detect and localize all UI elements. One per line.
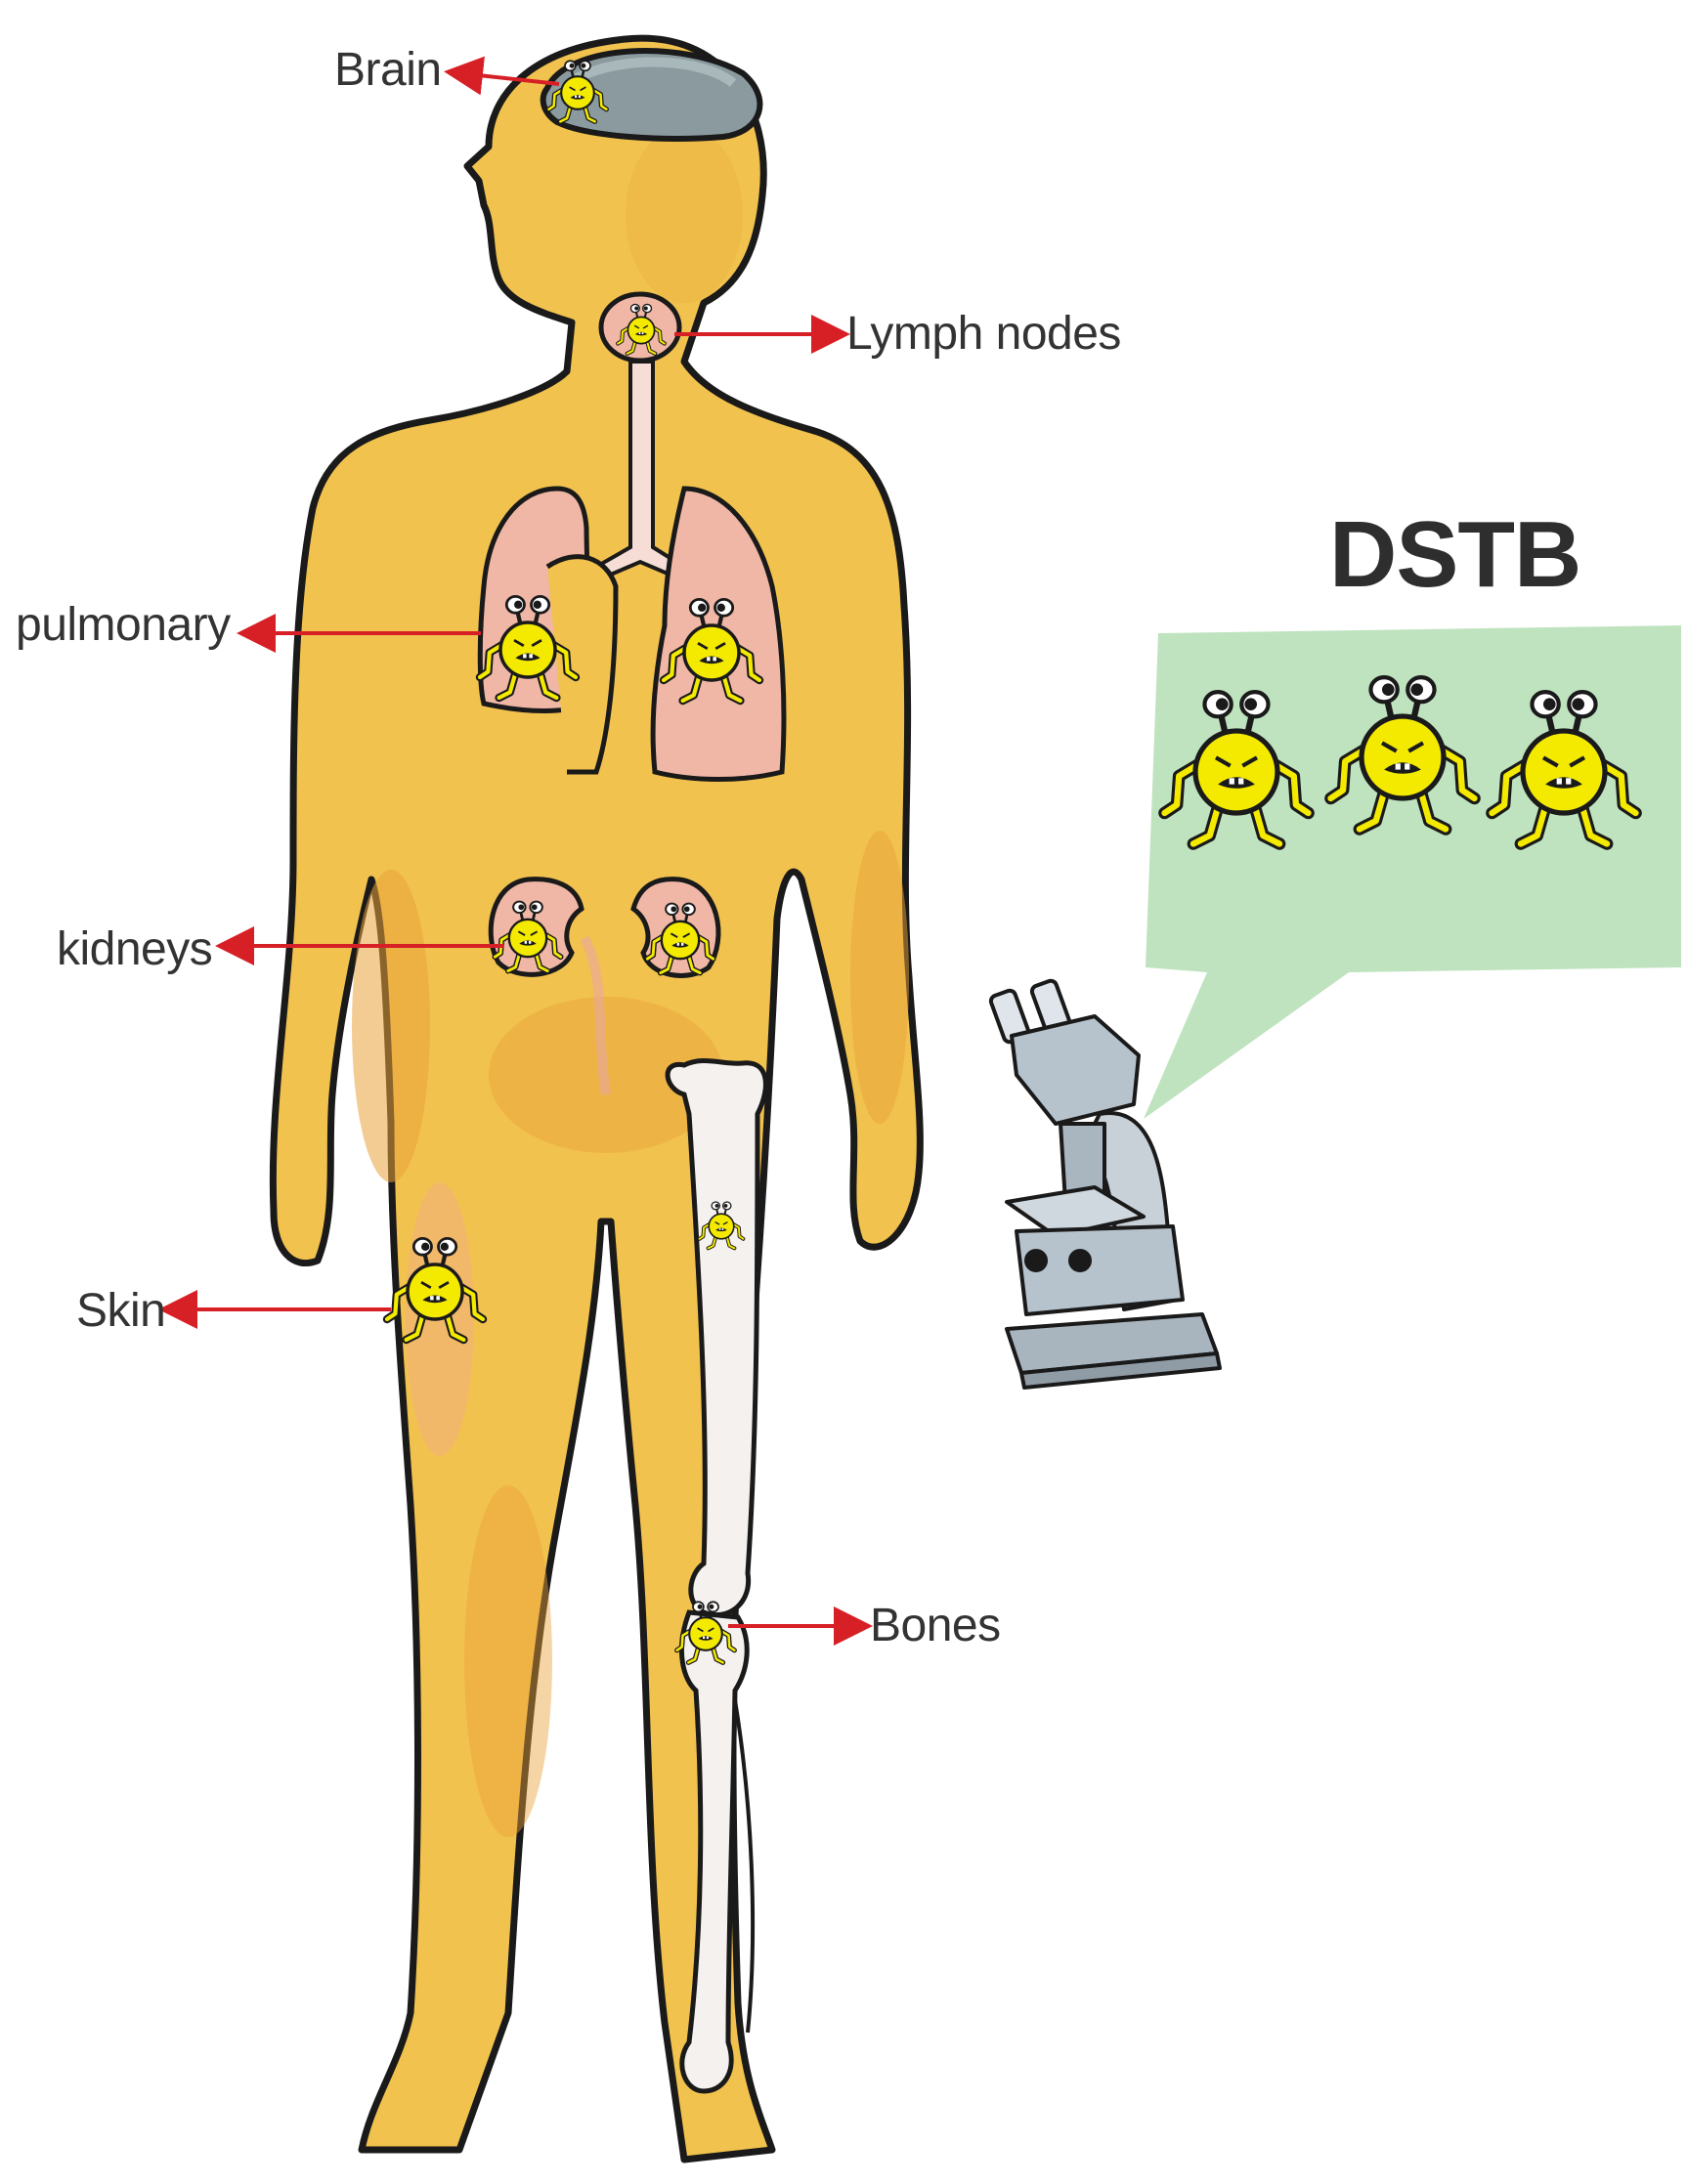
label-skin: Skin [76,1288,165,1335]
label-kidneys: kidneys [57,926,212,973]
label-bones: Bones [870,1603,1001,1649]
human-body [273,38,920,2160]
label-brain: Brain [334,47,442,94]
dstb-title: DSTB [1329,508,1580,602]
label-pulmonary: pulmonary [16,602,231,649]
label-lymph-nodes: Lymph nodes [846,311,1121,358]
